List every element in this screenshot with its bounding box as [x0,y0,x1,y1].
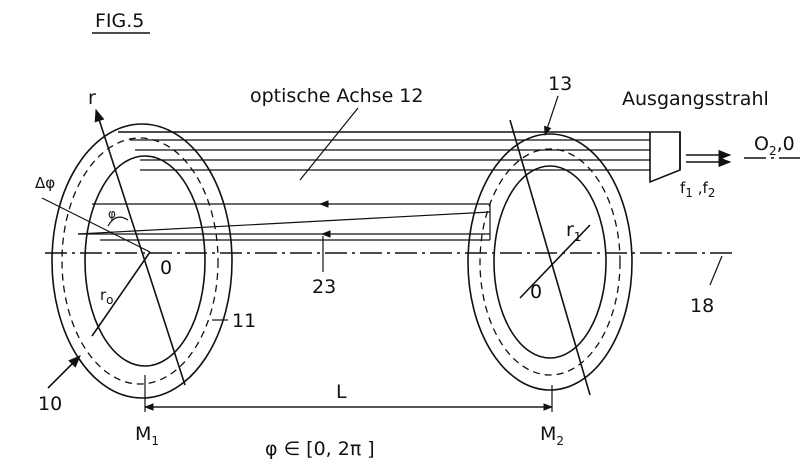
origin-left-label: 0 [160,257,172,279]
ref-10-label: 10 [38,393,62,415]
r1-line [519,224,591,299]
internal-rays [77,200,491,241]
right-radial-line [509,119,591,396]
length-dimension [144,375,553,412]
r-label: r [88,87,96,109]
ref-18-label: 18 [690,295,714,317]
output-beam-label: Ausgangsstrahl [622,88,769,110]
origin-right-label: 0 [530,281,542,303]
phi-label: φ [108,207,116,221]
ref-11-label: 11 [232,310,256,332]
M1-label: M1 [135,423,159,448]
right-mirror-dashed [479,148,621,376]
optical-axis-leader [299,107,359,181]
left-mirror-outer [51,123,233,399]
optical-axis-label: optische Achse 12 [250,85,424,107]
ref-10-arrow [47,355,81,389]
ref-18-leader [709,255,723,286]
f1-f2-label: f1 ,f2 [680,179,715,200]
beam-bundle [118,131,681,184]
r0-label: ro [100,286,114,307]
left-mirror [51,123,233,399]
r1-label: r1 [566,219,581,244]
figure-title: FIG.5 [95,10,144,32]
right-radii [509,95,591,396]
left-mirror-dashed [61,137,219,385]
right-mirror-inner [493,165,607,359]
ref-13-leader [544,95,559,136]
r0-line [91,251,151,337]
L-label: L [336,381,347,403]
phi-range-label: φ ∈ [0, 2π ] [265,438,375,460]
ref-23-label: 23 [312,276,336,298]
O2-label: O2,0 [754,133,795,158]
M2-label: M2 [540,423,564,448]
delta-phi-leader [41,197,151,253]
delta-phi-label: Δφ [35,174,55,192]
left-mirror-inner [84,155,206,367]
output-beam [686,149,800,168]
right-mirror-outer [467,133,633,391]
phi-arc [107,216,129,227]
left-radii [41,108,186,386]
right-mirror [467,133,633,391]
ref-13-label: 13 [548,73,572,95]
